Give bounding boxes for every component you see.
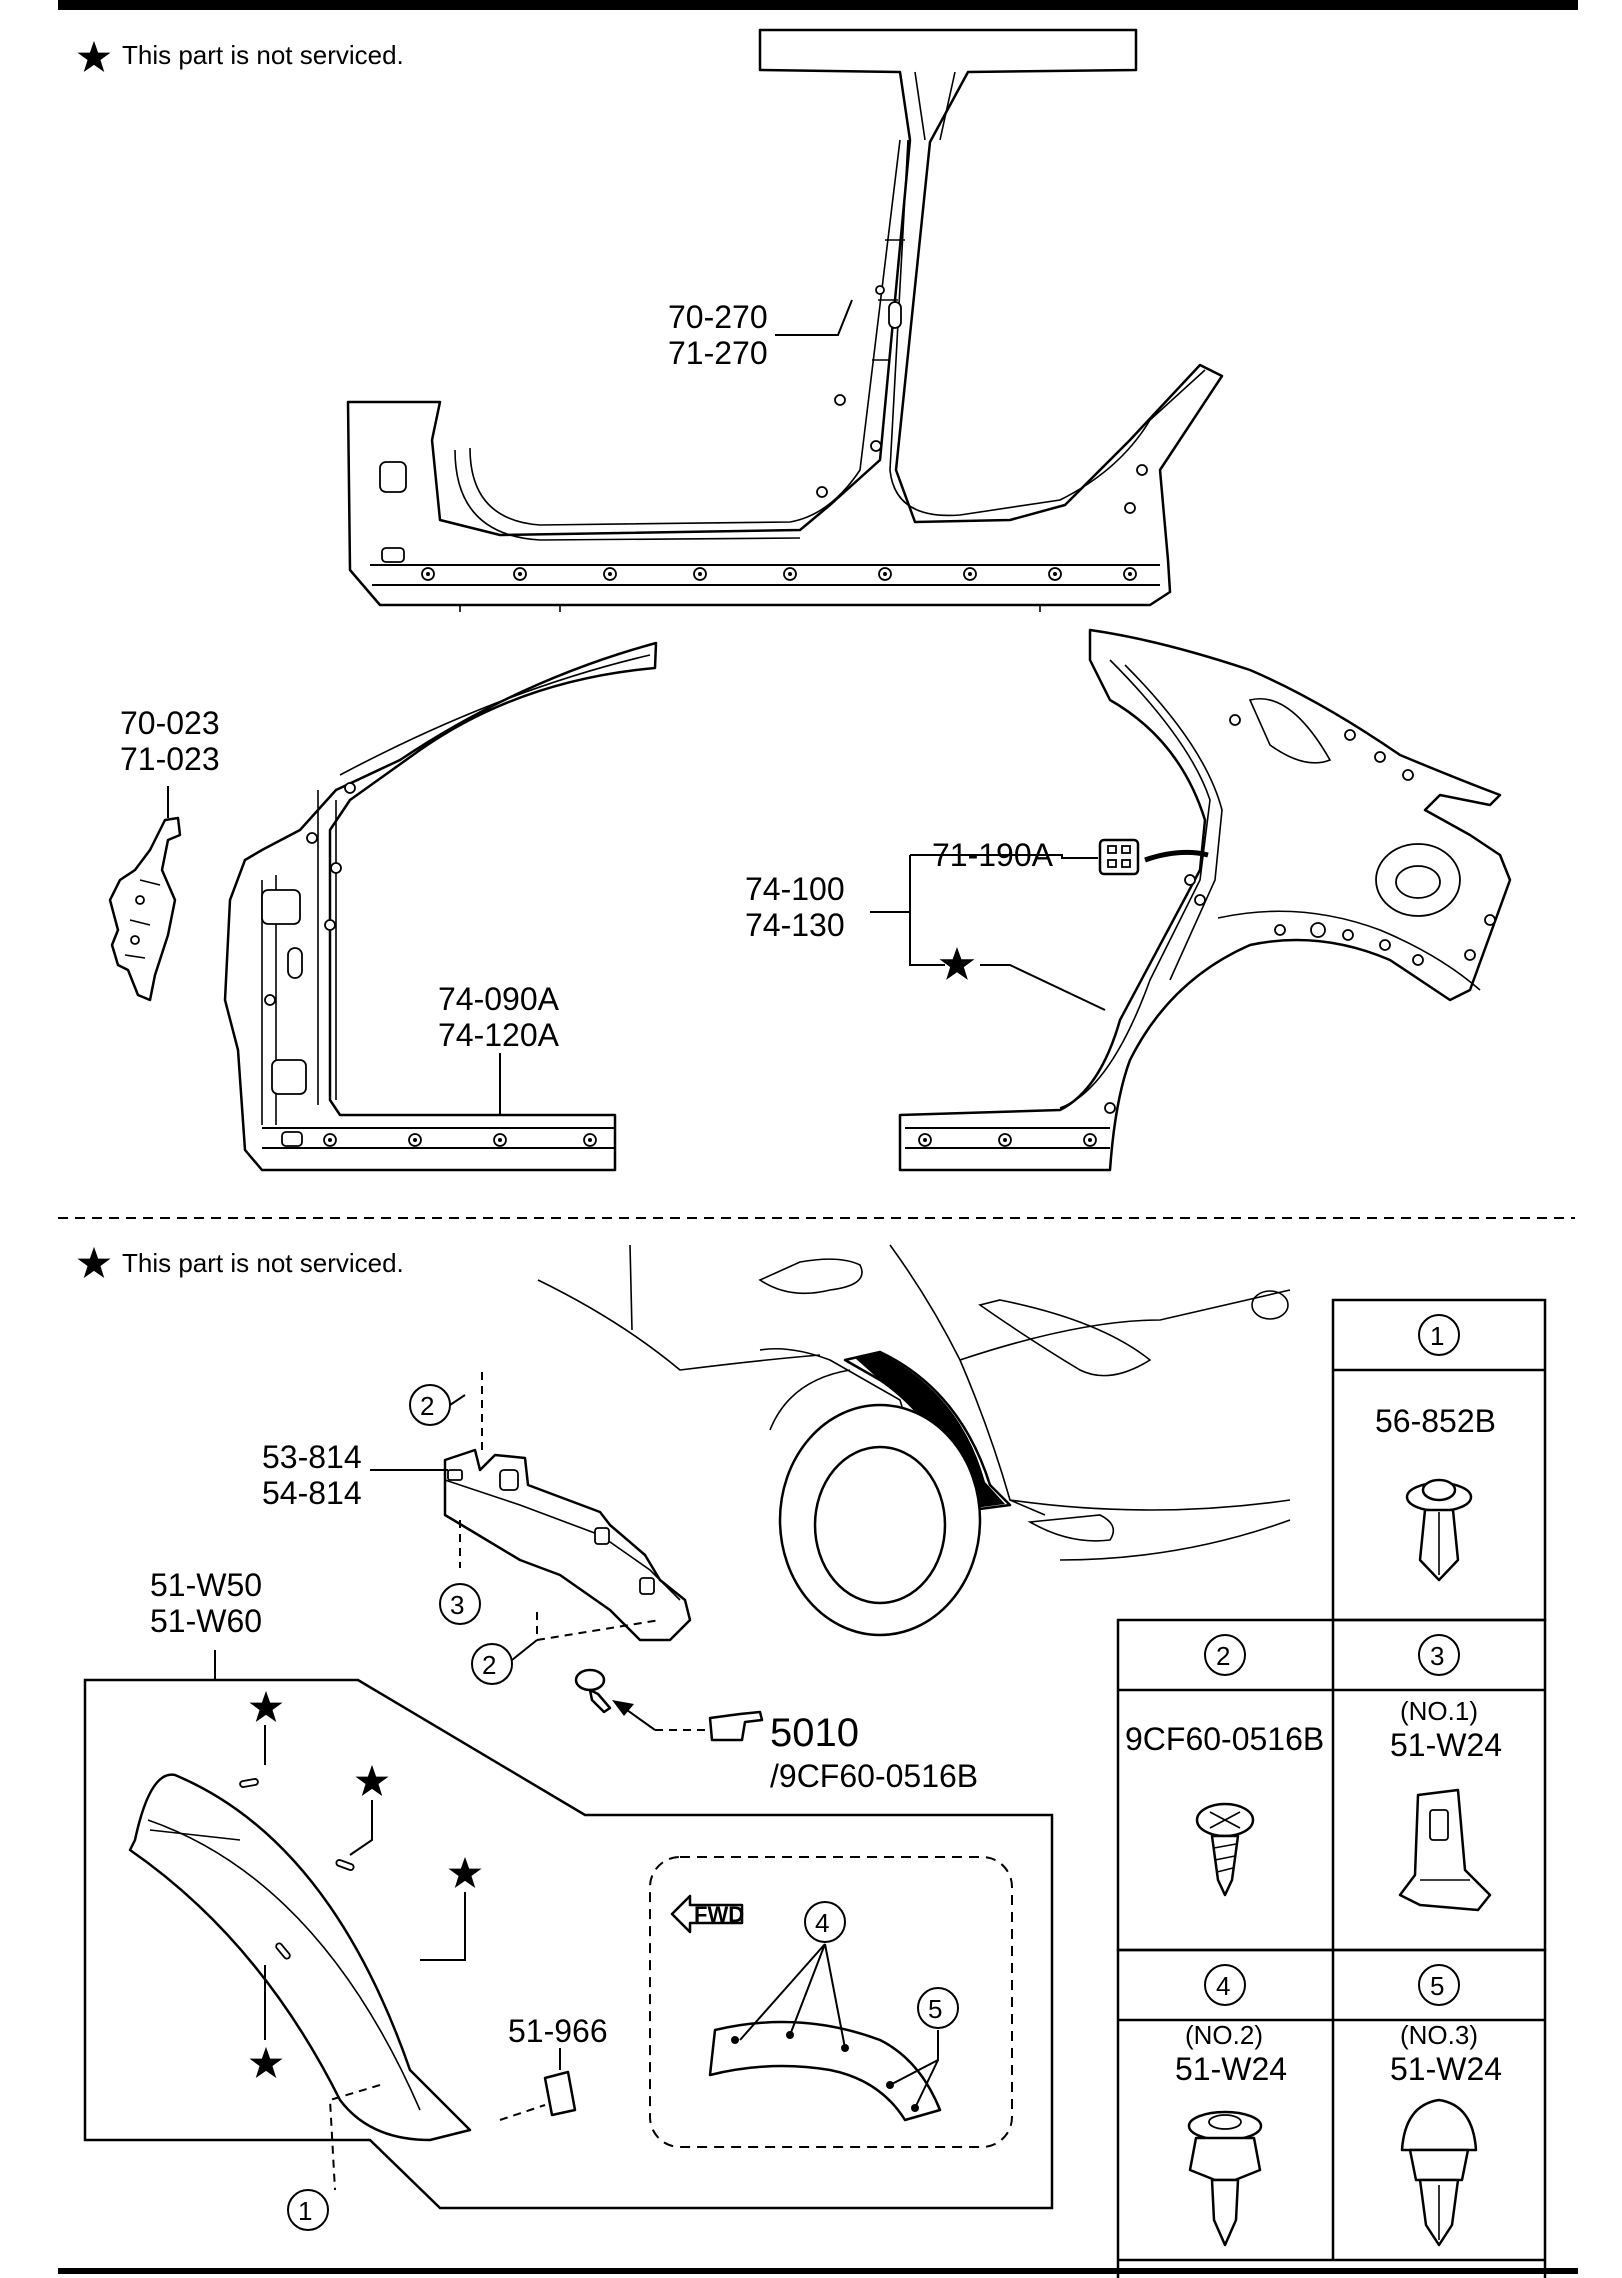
label-74-100: 74-100 bbox=[745, 871, 845, 907]
fastener-table: 1 56-852B 2 9CF60-0516B 3 (NO.1) 5 bbox=[1116, 1298, 1547, 2278]
front-reinforcement bbox=[108, 816, 182, 1002]
table-part-51-w24-c: 51-W24 bbox=[1390, 2051, 1502, 2087]
callout-2: 2 bbox=[482, 1650, 496, 1680]
star-icon bbox=[77, 1246, 111, 1279]
star-icon bbox=[249, 2046, 283, 2079]
callout-1: 1 bbox=[298, 2196, 312, 2226]
star-icon bbox=[939, 946, 975, 980]
dome-clip-icon bbox=[1400, 2098, 1478, 2247]
screw-icon bbox=[574, 1668, 612, 1714]
label-9cf60-0516b-ref: /9CF60-0516B bbox=[770, 1758, 978, 1794]
push-clip-icon bbox=[1405, 1478, 1473, 1582]
callout-2: 2 bbox=[420, 1391, 434, 1421]
label-54-814: 54-814 bbox=[262, 1475, 362, 1511]
top-note: This part is not serviced. bbox=[122, 40, 404, 70]
table-num-2: 2 bbox=[1216, 1641, 1230, 1671]
label-5010: 5010 bbox=[770, 1711, 859, 1755]
molding-clip-icon bbox=[1398, 1788, 1492, 1912]
table-num-4: 4 bbox=[1216, 1971, 1230, 2001]
table-num-1: 1 bbox=[1430, 1321, 1444, 1351]
label-51-w50: 51-W50 bbox=[150, 1567, 262, 1603]
table-num-3: 3 bbox=[1430, 1641, 1444, 1671]
wheel-arch-molding bbox=[128, 1773, 472, 2142]
top-border bbox=[58, 0, 1578, 10]
top-section: This part is not serviced. bbox=[77, 28, 1512, 1172]
pad-51-966 bbox=[543, 2070, 577, 2117]
table-note-no1: (NO.1) bbox=[1400, 1696, 1478, 1726]
front-side-outer-panel bbox=[223, 641, 658, 1172]
round-clip-icon bbox=[1187, 2110, 1263, 2247]
fwd-label: FWD bbox=[694, 1902, 744, 1927]
screw-icon bbox=[1195, 1802, 1255, 1897]
star-icon bbox=[448, 1856, 482, 1889]
table-part-51-w24-b: 51-W24 bbox=[1175, 2051, 1287, 2087]
table-num-5: 5 bbox=[1430, 1971, 1444, 2001]
callout-3: 3 bbox=[450, 1590, 464, 1620]
table-part-51-w24-a: 51-W24 bbox=[1390, 1727, 1502, 1763]
label-51-966: 51-966 bbox=[508, 2013, 608, 2049]
vehicle-rear-illustration bbox=[537, 1244, 1291, 1637]
bottom-section: This part is not serviced. bbox=[77, 1244, 1547, 2278]
rear-side-outer-panel bbox=[898, 628, 1512, 1172]
table-part-56-852b: 56-852B bbox=[1375, 1403, 1496, 1439]
callout-5: 5 bbox=[928, 1994, 942, 2024]
label-71-270: 71-270 bbox=[668, 335, 768, 371]
bottom-border bbox=[58, 2268, 1578, 2274]
table-note-no2: (NO.2) bbox=[1185, 2020, 1263, 2050]
label-71-190a: 71-190A bbox=[932, 837, 1054, 873]
molding-frame bbox=[83, 1678, 1054, 2210]
star-icon bbox=[355, 1764, 389, 1797]
fwd-arrow-icon bbox=[670, 1894, 744, 1934]
center-pillar-panel bbox=[346, 28, 1224, 612]
star-icon bbox=[249, 1690, 283, 1723]
label-70-270: 70-270 bbox=[668, 299, 768, 335]
label-74-130: 74-130 bbox=[745, 907, 845, 943]
bracket-53-814 bbox=[443, 1448, 692, 1642]
callout-4: 4 bbox=[815, 1908, 829, 1938]
table-note-no3: (NO.3) bbox=[1400, 2020, 1478, 2050]
label-74-120a: 74-120A bbox=[438, 1017, 560, 1053]
bottom-note: This part is not serviced. bbox=[122, 1248, 404, 1278]
fwd-detail-box bbox=[649, 1856, 1013, 2148]
star-icon bbox=[77, 40, 111, 73]
label-70-023: 70-023 bbox=[120, 705, 220, 741]
label-71-023: 71-023 bbox=[120, 741, 220, 777]
label-53-814: 53-814 bbox=[262, 1439, 362, 1475]
label-74-090a: 74-090A bbox=[438, 981, 560, 1017]
label-51-w60: 51-W60 bbox=[150, 1603, 262, 1639]
table-part-9cf60-0516b: 9CF60-0516B bbox=[1125, 1721, 1324, 1757]
pointing-hand-icon bbox=[708, 1710, 764, 1742]
clip-71-190a-icon bbox=[1098, 838, 1209, 876]
